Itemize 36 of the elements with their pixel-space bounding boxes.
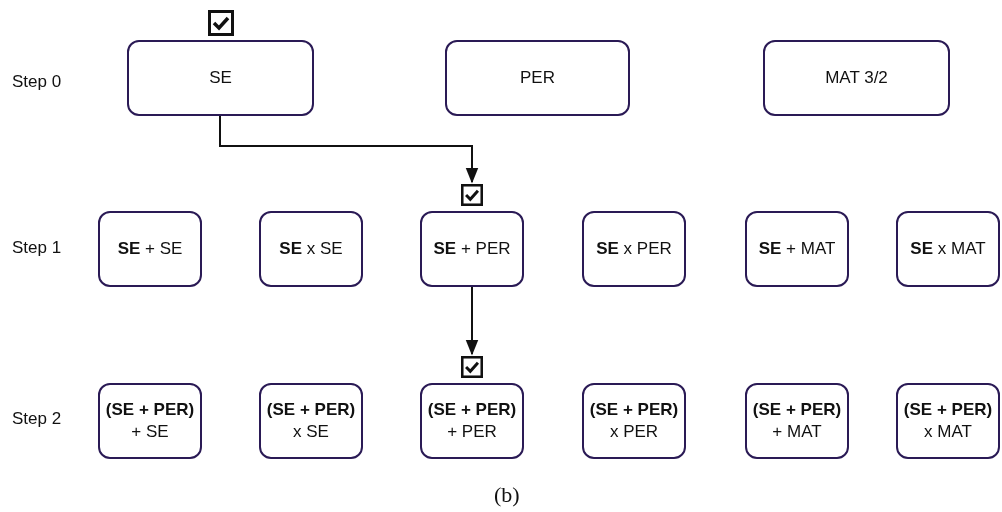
box-label: (SE + PER) + MAT (752, 398, 842, 443)
process-box (259, 383, 363, 459)
process-box (98, 383, 202, 459)
process-box (896, 383, 1000, 459)
box-label: (SE + PER) + PER (427, 398, 517, 443)
box-label: SE x MAT (910, 237, 986, 260)
process-box (420, 383, 524, 459)
box-label: SE x PER (596, 237, 672, 260)
caption: (b) (494, 482, 520, 508)
box-label: SE + SE (117, 237, 183, 260)
process-box (582, 383, 686, 459)
process-box (445, 40, 630, 116)
box-label: SE x SE (279, 237, 343, 260)
box-label: SE (209, 66, 232, 89)
step-label: Step 0 (12, 72, 62, 92)
step-label: Step 1 (12, 238, 62, 258)
step-label: Step 2 (12, 409, 62, 429)
process-box (896, 211, 1000, 287)
process-box (745, 383, 849, 459)
box-label: SE + PER (433, 237, 511, 260)
process-box (420, 211, 524, 287)
process-box (582, 211, 686, 287)
process-box (127, 40, 314, 116)
process-box (98, 211, 202, 287)
process-box (763, 40, 950, 116)
box-label: (SE + PER) x SE (266, 398, 356, 443)
box-label: (SE + PER) x PER (589, 398, 679, 443)
box-label: (SE + PER) + SE (105, 398, 195, 443)
box-label: SE + MAT (758, 237, 836, 260)
arrow (465, 286, 479, 356)
process-box (745, 211, 849, 287)
box-label: PER (520, 66, 555, 89)
box-label: MAT 3/2 (825, 66, 888, 89)
box-label: (SE + PER) x MAT (903, 398, 993, 443)
process-box (259, 211, 363, 287)
arrow (219, 115, 479, 184)
